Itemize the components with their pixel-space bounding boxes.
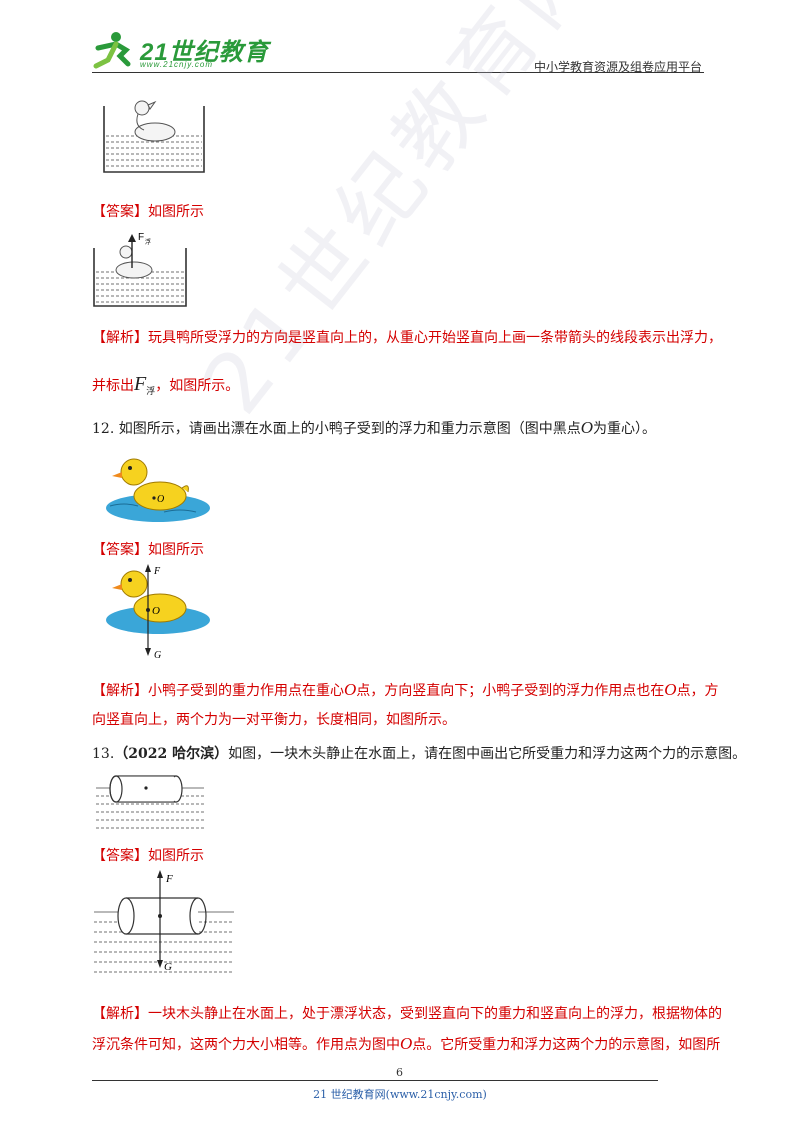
logo xyxy=(86,30,256,72)
q11-force-label: F xyxy=(138,232,144,243)
log-on-water-figure xyxy=(96,775,204,829)
q11-analysis-line2: 并标出F浮，如图所示。 xyxy=(92,373,240,397)
q13-question: 13.（2022 哈尔滨）如图，一块木头静止在水面上，请在图中画出它所受重力和浮… xyxy=(92,746,747,762)
footer-divider xyxy=(92,1080,658,1081)
q12-question: 12. 如图所示，请画出漂在水面上的小鸭子受到的浮力和重力示意图（图中黑点O为重… xyxy=(92,418,656,437)
page-number: 6 xyxy=(396,1066,403,1079)
q12-analysis-line1: 【解析】小鸭子受到的重力作用点在重心O点，方向竖直向下；小鸭子受到的浮力作用点也… xyxy=(92,680,719,699)
q13-analysis-line1: 【解析】一块木头静止在水面上，处于漂浮状态，受到竖直向下的重力和竖直向上的浮力，… xyxy=(92,1006,722,1022)
duck-answer-figure: O F G xyxy=(106,564,210,661)
q12-analysis-line2: 向竖直向上，两个力为一对平衡力，长度相同，如图所示。 xyxy=(92,712,456,728)
q13-answer: 【答案】如图所示 xyxy=(92,848,204,864)
q12-answer: 【答案】如图所示 xyxy=(92,542,204,558)
q12-g-label: G xyxy=(154,650,161,661)
logo-text: 21世纪教育 xyxy=(140,39,269,66)
duck-figure: O xyxy=(106,458,210,522)
header-divider xyxy=(92,72,704,73)
q13-f-label: F xyxy=(165,873,173,885)
q12-point-label: O xyxy=(157,494,164,505)
logo-url: www.21cnjy.com xyxy=(140,60,213,69)
q11-force-sub: 浮 xyxy=(145,238,151,246)
q13-g-label: G xyxy=(164,961,172,973)
q13-analysis-line2: 浮沉条件可知，这两个力大小相等。作用点为图中O点。它所受重力和浮力这两个力的示意… xyxy=(92,1034,721,1053)
svg-text:O: O xyxy=(152,605,160,617)
q11-answer: 【答案】如图所示 xyxy=(92,204,204,220)
footer-text: 21 世纪教育网(www.21cnjy.com) xyxy=(313,1088,487,1101)
q11-answer-figure: F 浮 xyxy=(93,232,187,307)
q12-f-label: F xyxy=(153,566,161,577)
toy-duck-container-figure xyxy=(103,100,205,173)
log-answer-figure: F G xyxy=(94,870,234,973)
q11-analysis-line1: 【解析】玩具鸭所受浮力的方向是竖直向上的，从重心开始竖直向上画一条带箭头的线段表… xyxy=(92,330,722,346)
platform-title: 中小学教育资源及组卷应用平台 xyxy=(533,60,702,74)
runner-logo-icon xyxy=(93,32,131,69)
